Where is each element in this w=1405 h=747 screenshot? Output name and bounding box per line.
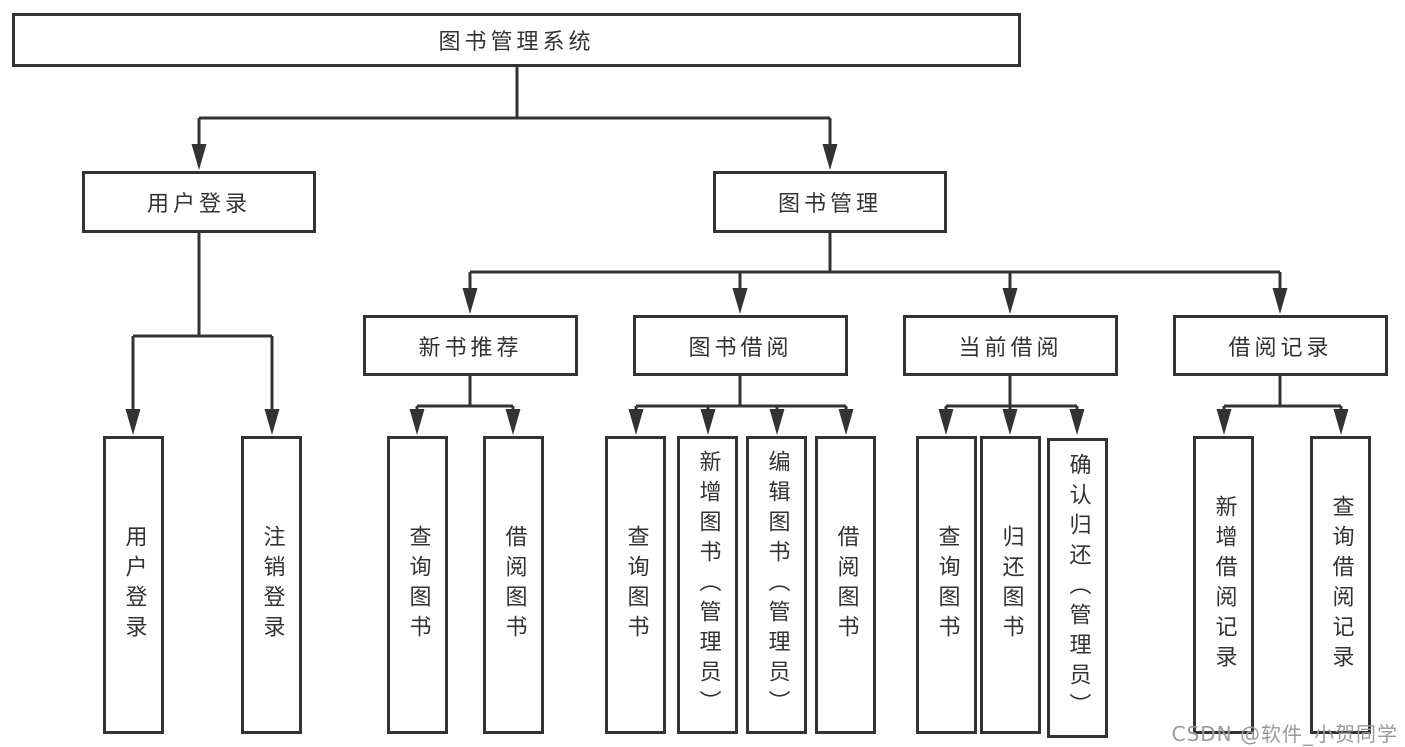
node-borrowing-records: 借阅记录: [1173, 315, 1388, 376]
leaf-current-return-books: 归还图书: [980, 436, 1041, 734]
arrowhead: [1002, 288, 1018, 314]
arrowhead: [191, 144, 207, 170]
arrowhead: [769, 409, 785, 435]
node-user-login: 用户登录: [82, 171, 316, 233]
arrowhead: [1002, 409, 1018, 435]
node-book-management: 图书管理: [713, 171, 947, 233]
node-label: 查询图书: [934, 525, 960, 645]
node-label: 图书借阅: [688, 335, 793, 361]
connector-records-split: [1222, 376, 1343, 412]
leaf-current-confirm-return-admin: 确认归还（管理员）: [1047, 438, 1108, 738]
connector-user-login-split: [131, 233, 274, 412]
node-label: 图书管理: [777, 192, 882, 217]
node-label: 注销登录: [259, 525, 285, 645]
connector-recommend-split: [415, 376, 515, 412]
arrowhead: [264, 409, 280, 435]
leaf-borrowing-add-books-admin: 新增图书（管理员）: [677, 436, 738, 734]
connector-borrowing-split: [634, 376, 848, 412]
leaf-recommend-borrow-books: 借阅图书: [483, 436, 544, 734]
arrowhead: [700, 409, 716, 435]
connector-stems: [131, 67, 1343, 412]
arrowhead: [838, 409, 854, 435]
arrowhead: [462, 288, 478, 314]
node-label: 图书管理系统: [438, 30, 595, 55]
node-label: 用户登录: [146, 192, 251, 217]
arrowhead: [732, 288, 748, 314]
node-root-system: 图书管理系统: [12, 13, 1021, 67]
arrowhead: [125, 409, 141, 435]
leaf-user-login: 用户登录: [103, 436, 164, 734]
arrowhead: [822, 144, 838, 170]
arrowhead: [938, 409, 954, 435]
arrowhead: [505, 409, 521, 435]
node-book-borrowing: 图书借阅: [633, 315, 848, 376]
node-label: 借阅图书: [501, 525, 527, 645]
arrowheads: [125, 144, 1349, 435]
node-label: 确认归还（管理员）: [1065, 453, 1091, 723]
node-label: 借阅图书: [833, 525, 859, 645]
node-label: 编辑图书（管理员）: [764, 450, 790, 720]
arrowhead: [1272, 288, 1288, 314]
leaf-records-add-record: 新增借阅记录: [1193, 436, 1254, 734]
node-label: 归还图书: [998, 525, 1024, 645]
node-label: 当前借阅: [958, 335, 1063, 361]
leaf-current-query-books: 查询图书: [916, 436, 977, 734]
csdn-watermark: CSDN @软件_小贺同学: [1171, 722, 1398, 746]
node-label: 借阅记录: [1228, 335, 1333, 361]
node-label: 新增图书（管理员）: [695, 450, 721, 720]
node-label: 查询图书: [405, 525, 431, 645]
node-label: 查询借阅记录: [1328, 495, 1354, 675]
arrowhead: [1069, 409, 1085, 435]
node-current-borrowing: 当前借阅: [903, 315, 1118, 376]
node-label: 新书推荐: [418, 335, 523, 361]
arrowhead: [409, 409, 425, 435]
leaf-borrowing-query-books: 查询图书: [605, 436, 666, 734]
arrowhead: [1333, 409, 1349, 435]
node-new-book-recommendation: 新书推荐: [363, 315, 578, 376]
arrowhead: [1216, 409, 1232, 435]
leaf-borrowing-edit-books-admin: 编辑图书（管理员）: [746, 436, 807, 734]
connector-book-management-split: [468, 233, 1282, 290]
arrowhead: [628, 409, 644, 435]
leaf-records-query-record: 查询借阅记录: [1310, 436, 1371, 734]
connector-current-split: [944, 376, 1079, 412]
leaf-logout: 注销登录: [241, 436, 302, 734]
node-label: 查询图书: [623, 525, 649, 645]
node-label: 用户登录: [121, 525, 147, 645]
connector-root-to-level2: [197, 67, 832, 145]
leaf-borrowing-borrow-books: 借阅图书: [815, 436, 876, 734]
node-label: 新增借阅记录: [1211, 495, 1237, 675]
leaf-recommend-query-books: 查询图书: [387, 436, 448, 734]
